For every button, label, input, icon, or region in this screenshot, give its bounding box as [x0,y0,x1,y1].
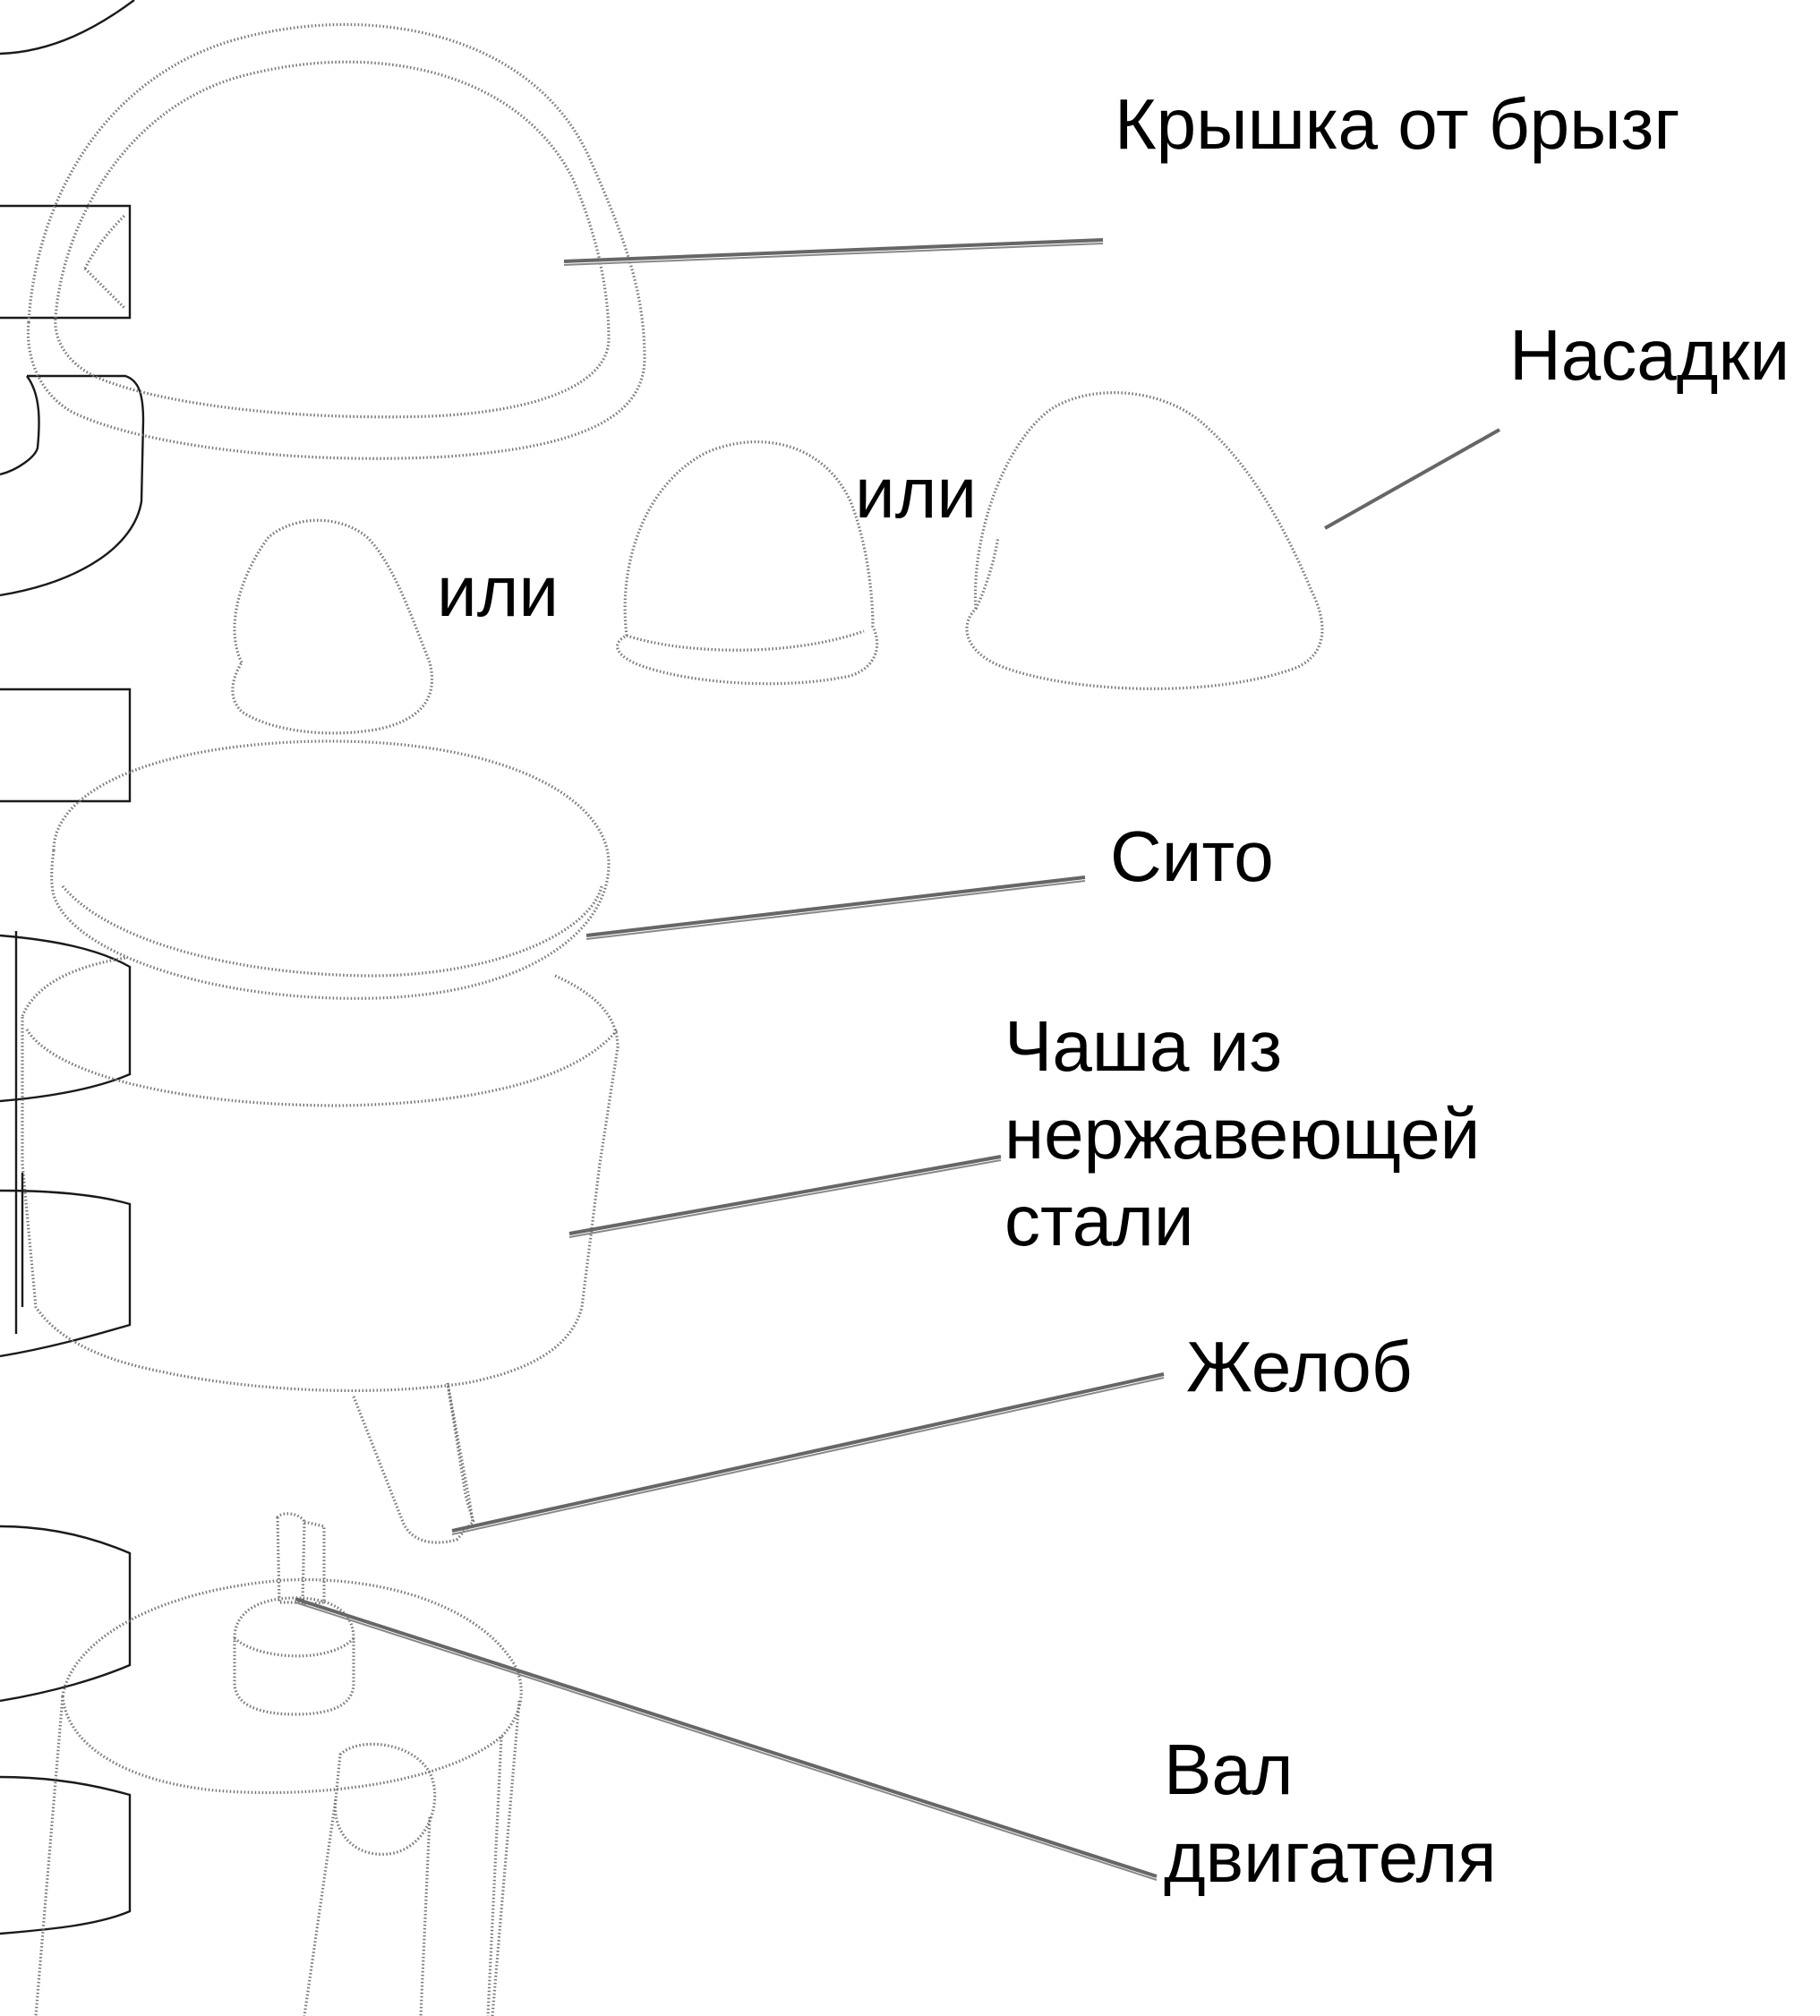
label-splash-cover: Крышка от брызг [1115,81,1680,168]
large-nozzle-drawing [967,393,1322,689]
label-or-small: или [437,548,559,636]
label-bowl-line-2: нержавеющей [1004,1090,1480,1178]
leader-spout [452,1374,1164,1531]
leader-nozzles [1325,430,1500,528]
label-spout: Желоб [1186,1323,1413,1411]
label-bowl-line-1: Чаша из [1004,1003,1480,1090]
spout-drawing [354,1383,473,1542]
medium-nozzle-drawing [618,442,877,684]
splash-cover-drawing [28,24,645,458]
sieve-drawing [52,741,609,998]
label-sieve: Сито [1110,813,1274,901]
label-nozzles: Насадки [1509,312,1790,399]
left-housing-outlines [0,0,143,1934]
bowl-drawing [22,958,618,1390]
leader-splash-cover [564,240,1103,261]
label-motor-shaft-line-2: двигателя [1164,1814,1497,1901]
label-motor-shaft: Вал двигателя [1164,1726,1497,1901]
leader-bowl [569,1157,1001,1234]
label-bowl: Чаша из нержавеющей стали [1004,1003,1480,1265]
label-or-medium: или [855,449,977,537]
leader-motor-shaft [295,1599,1157,1876]
label-motor-shaft-line-1: Вал [1164,1726,1497,1814]
label-bowl-line-3: стали [1004,1177,1480,1265]
motor-base-drawing [36,1514,521,2016]
small-nozzle-drawing [233,520,432,733]
leader-sieve [586,877,1085,935]
